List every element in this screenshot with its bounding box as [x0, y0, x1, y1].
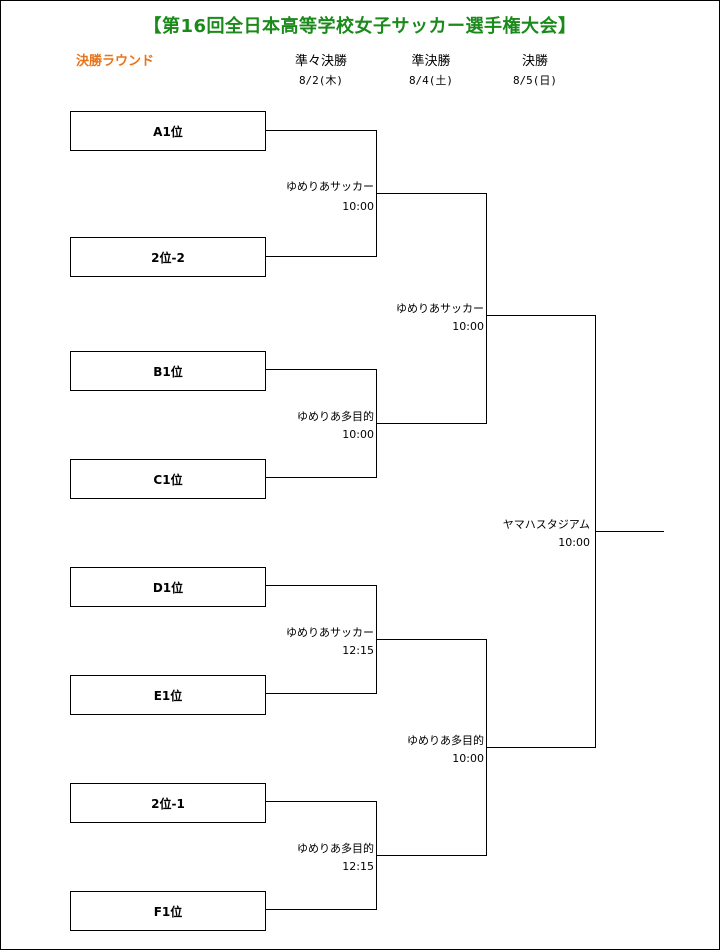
bracket-line	[486, 193, 487, 424]
bracket-line	[266, 369, 376, 370]
bracket-line	[266, 693, 376, 694]
team-slot-2nd-2: 2位-2	[70, 237, 266, 277]
bracket-line	[266, 909, 376, 910]
team-slot-c1: C1位	[70, 459, 266, 499]
qf2-time: 10:00	[342, 428, 374, 441]
qf4-venue: ゆめりあ多目的	[297, 842, 374, 855]
bracket-line	[376, 639, 486, 640]
qf1-time: 10:00	[342, 200, 374, 213]
team-slot-e1: E1位	[70, 675, 266, 715]
bracket-line	[266, 477, 376, 478]
team-slot-f1: F1位	[70, 891, 266, 931]
qf4-time: 12:15	[342, 860, 374, 873]
final-time: 10:00	[558, 536, 590, 549]
team-slot-2nd-1: 2位-1	[70, 783, 266, 823]
column-date-quarterfinal: 8/2(木)	[298, 74, 344, 87]
qf2-venue: ゆめりあ多目的	[297, 410, 374, 423]
column-header-final: 決勝	[521, 54, 548, 69]
page-title: 【第16回全日本高等学校女子サッカー選手権大会】	[143, 16, 577, 37]
column-header-quarterfinal: 準々決勝	[294, 54, 347, 69]
sf1-time: 10:00	[452, 320, 484, 333]
sf1-venue: ゆめりあサッカー	[396, 302, 484, 315]
qf3-venue: ゆめりあサッカー	[286, 626, 374, 639]
qf3-time: 12:15	[342, 644, 374, 657]
bracket-line	[376, 193, 486, 194]
sf2-venue: ゆめりあ多目的	[407, 734, 484, 747]
bracket-line	[486, 315, 595, 316]
bracket-line	[376, 855, 486, 856]
sf2-time: 10:00	[452, 752, 484, 765]
team-slot-d1: D1位	[70, 567, 266, 607]
bracket-line	[266, 256, 376, 257]
column-header-semifinal: 準決勝	[411, 54, 451, 69]
bracket-line	[266, 801, 376, 802]
bracket-line	[376, 423, 486, 424]
bracket-line	[486, 747, 595, 748]
team-slot-b1: B1位	[70, 351, 266, 391]
bracket-line	[266, 130, 376, 131]
team-slot-a1: A1位	[70, 111, 266, 151]
column-date-final: 8/5(日)	[512, 74, 558, 87]
qf1-venue: ゆめりあサッカー	[286, 180, 374, 193]
final-venue: ヤマハスタジアム	[502, 518, 590, 531]
bracket-line-champion	[595, 531, 664, 532]
bracket-line	[266, 585, 376, 586]
round-label: 決勝ラウンド	[76, 54, 155, 69]
column-date-semifinal: 8/4(土)	[408, 74, 454, 87]
